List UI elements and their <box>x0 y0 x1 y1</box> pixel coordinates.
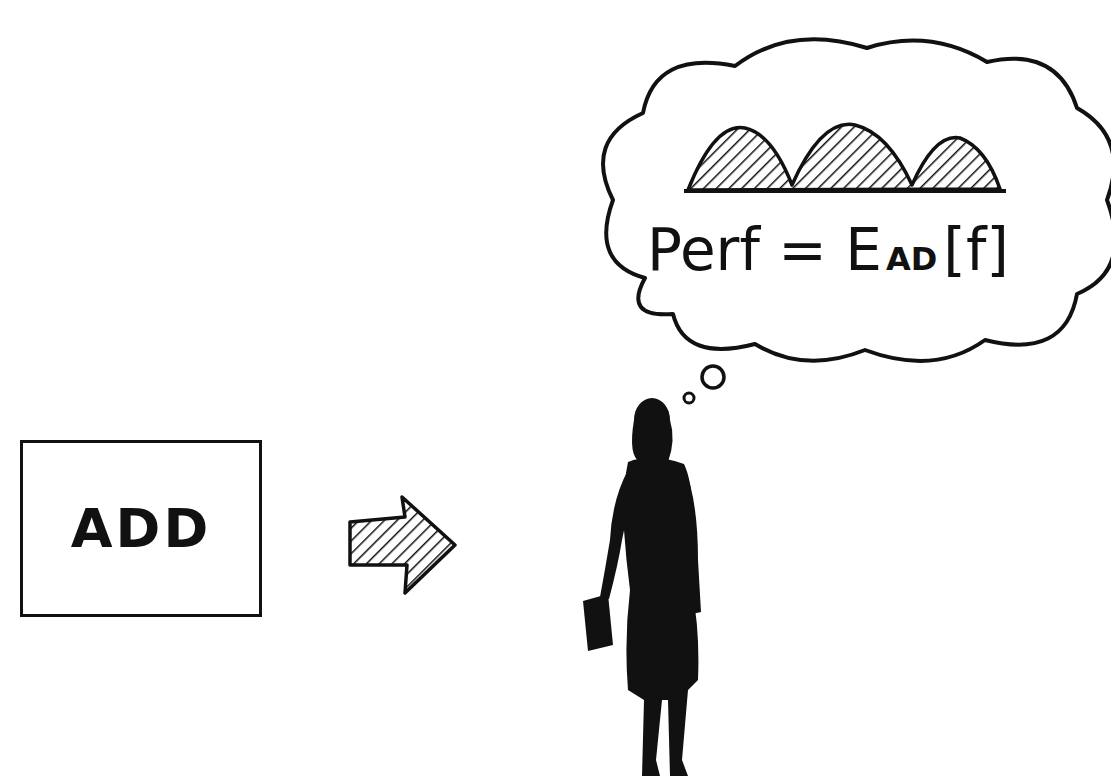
thought-dot <box>684 393 694 403</box>
cloud-outline <box>603 39 1111 361</box>
formula-text: [f] <box>943 216 1009 284</box>
thought-dot <box>702 366 724 388</box>
process-box: ADD <box>20 440 262 617</box>
subscript-text: AD <box>886 240 937 278</box>
formula: Perf = EAD[f] <box>647 216 1009 284</box>
distribution-curve <box>688 124 1000 190</box>
box-label: ADD <box>71 497 211 560</box>
thought-bubble: Perf = EAD[f] <box>585 28 1111 370</box>
curve-baseline <box>684 189 1006 193</box>
thought-cloud <box>585 28 1111 370</box>
formula-text: Perf = E <box>647 216 882 284</box>
person-silhouette <box>583 398 701 776</box>
hatched-arrow <box>350 497 455 593</box>
